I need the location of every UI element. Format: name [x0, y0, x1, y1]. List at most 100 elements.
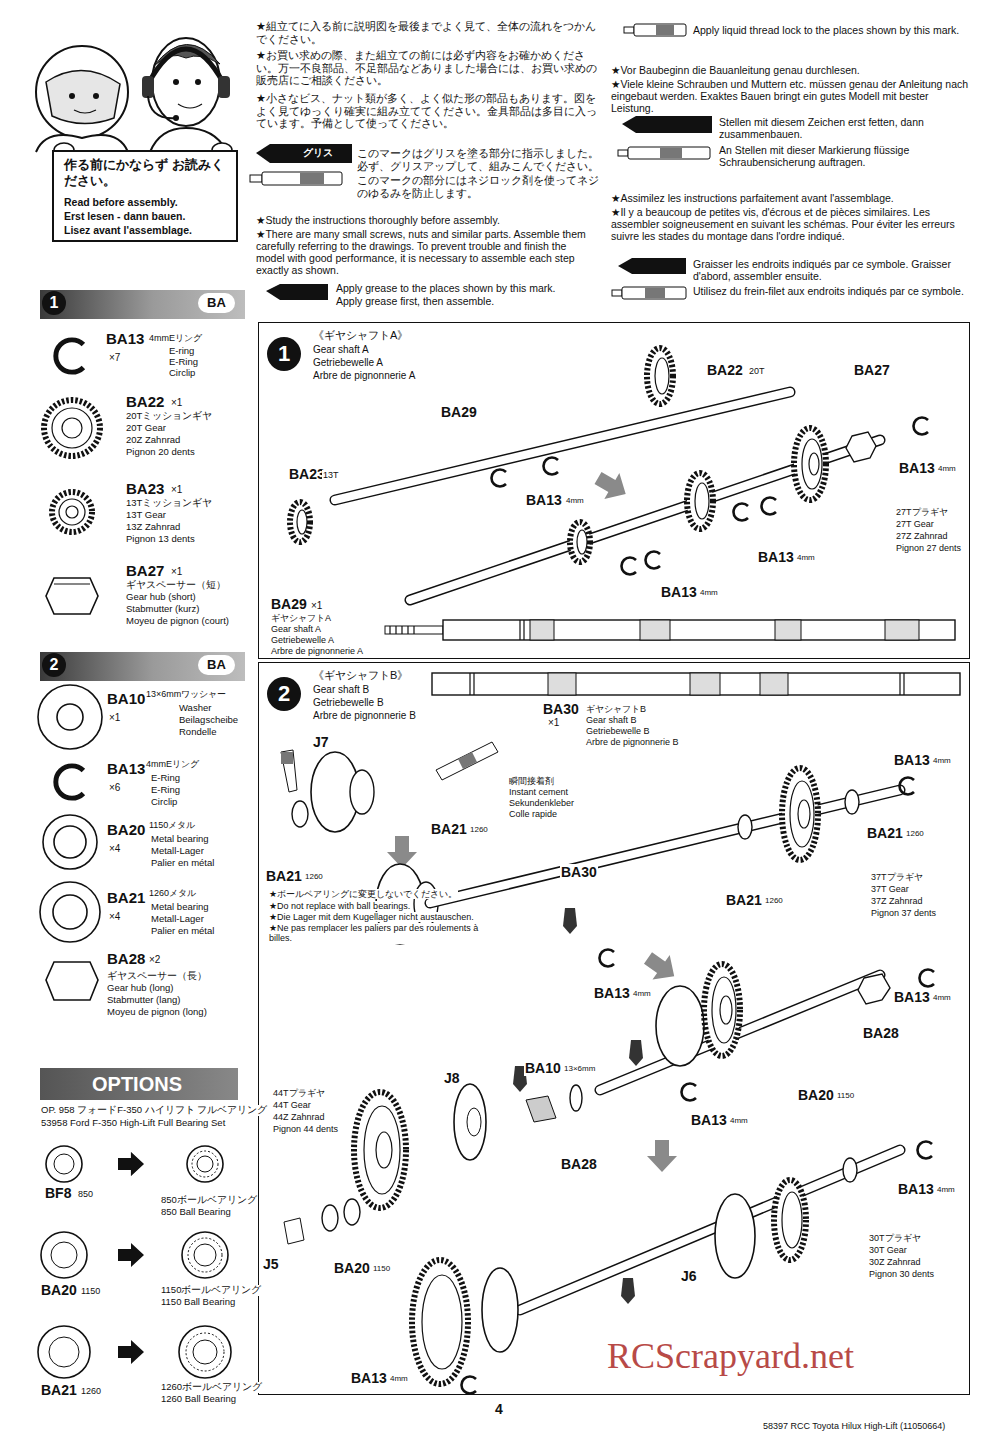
label-text: 4mm [389, 1374, 409, 1383]
label-text: Utilisez du frein-filet aux endroits ind… [692, 285, 974, 297]
label-text: 4mm [796, 553, 816, 562]
label-text: 13Tミッションギヤ [125, 498, 213, 509]
label-text: Beilagscheibe [178, 715, 239, 726]
part-icons [38, 340, 231, 1378]
label-text: Pignon 27 dents [895, 543, 962, 553]
label-text: 30Tプラギヤ [868, 1233, 922, 1243]
label-text: An Stellen mit dieser Markierung flüssig… [718, 144, 975, 168]
label-text: ★Il y a beaucoup de petites vis, d'écrou… [610, 206, 972, 242]
label-text: 37Z Zahnrad [870, 896, 924, 906]
label-text: Stabmutter (lang) [106, 995, 181, 1006]
part-number: BA20 [40, 1282, 78, 1298]
node-text: Read before assembly. [64, 196, 178, 209]
label-text: 4mm [699, 588, 719, 597]
label-text: Metall-Lager [150, 914, 205, 925]
label-text: 4mm [932, 756, 952, 765]
label-text: 瞬間接着剤 [508, 776, 555, 786]
label-text: 30Z Zahnrad [868, 1257, 922, 1267]
part-number: J7 [312, 734, 330, 750]
label-text: Arbre de pignonnerie B [585, 737, 680, 747]
label-text: ギヤシャフトA [270, 613, 332, 623]
part-number: BA23 [125, 480, 165, 497]
label-text: 20T [748, 366, 766, 376]
options-band: OPTIONS [40, 1068, 238, 1100]
part-number: BA10 [106, 690, 146, 707]
watermark: RCScrapyard.net [606, 1336, 855, 1377]
part-number: BA21 [430, 821, 468, 837]
label-text: 1260 [764, 896, 784, 905]
node-text: BA [198, 293, 235, 313]
label-text: 1260 [304, 872, 324, 881]
label-text: ×1 [310, 600, 323, 612]
cartoon [36, 38, 232, 157]
label-text: Gear shaft B [585, 715, 638, 725]
label-text: 44T Gear [272, 1100, 312, 1110]
label-text: ★組立てに入る前に説明図を最後までよく見て、全体の流れをつかんでください。 [255, 20, 602, 45]
part-number: BA28 [862, 1025, 900, 1041]
label-text: 4mmEリング [145, 759, 200, 769]
label-text: 850 [77, 1189, 94, 1199]
label-text: 13Z Zahnrad [125, 522, 181, 533]
label-text: Palier en métal [150, 926, 215, 937]
label-text: 1150メタル [148, 820, 196, 830]
label-text: 4mm [729, 1116, 749, 1125]
label-text: ★Assimilez les instructions parfaitement… [610, 192, 972, 204]
label-text: Colle rapide [508, 809, 558, 819]
node-text: Gear shaft B [313, 684, 369, 696]
label-text: 13×6mm [563, 1064, 596, 1073]
label-text: ★Vor Baubeginn die Bauanleitung genau du… [610, 64, 972, 76]
node-text: 1 [267, 337, 301, 371]
label-text: 1260 [469, 825, 489, 834]
label-text: 1150 [836, 1091, 855, 1100]
label-text: Metal bearing [150, 902, 210, 913]
node-text: Getriebewelle B [313, 697, 384, 709]
label-text: ギヤスペーサー（長） [106, 971, 208, 982]
label-text: Metal bearing [150, 834, 210, 845]
label-text: 13×6mmワッシャー [145, 689, 227, 699]
label-text: 4mmEリング [148, 333, 203, 343]
label-text: Metall-Lager [150, 846, 205, 857]
part-number: BA13 [105, 330, 145, 347]
part-number: BA30 [560, 864, 598, 880]
label-text: Gear hub (short) [125, 592, 197, 603]
part-number: BA21 [106, 889, 146, 906]
label-text: Pignon 37 dents [870, 908, 937, 918]
part-number: BA27 [853, 362, 891, 378]
label-text: Getriebewelle B [585, 726, 651, 736]
part-number: BA10 [524, 1060, 562, 1076]
part-number: BA13 [593, 985, 631, 1001]
label-text: Pignon 13 dents [125, 534, 196, 545]
node-text: Gear shaft A [313, 344, 369, 356]
node-text: Lisez avant l'assemblage. [64, 224, 192, 237]
part-number: J5 [262, 1256, 280, 1272]
label-text: Arbre de pignonnerie A [270, 646, 364, 656]
part-number: BA13 [660, 584, 698, 600]
part-number: BA22 [706, 362, 744, 378]
label-text: Graisser les endroits indiqués par ce sy… [692, 258, 974, 282]
label-text: 1150 [372, 1264, 391, 1273]
part-number: BA28 [106, 950, 146, 967]
label-text: ×1 [170, 397, 183, 409]
label-text: 13T Gear [125, 510, 167, 521]
step2-drawing [281, 673, 960, 1394]
part-number: BA13 [897, 1181, 935, 1197]
label-text: ★ボールベアリングに変更しないでください。 [268, 889, 458, 899]
part-number: BA27 [125, 562, 165, 579]
label-text: Stabmutter (kurz) [125, 604, 200, 615]
label-text: 27T Gear [895, 519, 935, 529]
label-text: 4 [494, 1401, 504, 1417]
label-text: ★小さなビス、ナット類が多く、よく似た形の部品もあります。図をよく見てゆっくり確… [255, 92, 602, 130]
label-text: Washer [178, 703, 212, 714]
part-number: BA13 [757, 549, 795, 565]
label-text: Pignon 20 dents [125, 447, 196, 458]
label-text: OP. 958 フォードF-350 ハイリフト フルベアリング [40, 1105, 268, 1116]
label-text: 13T [322, 470, 340, 480]
label-text: 4mm [932, 993, 952, 1002]
label-text: ギヤシャフトB [585, 704, 647, 714]
part-number: BF8 [44, 1185, 72, 1201]
label-text: E-Ring [150, 773, 181, 784]
label-text: 850ボールベアリング [160, 1195, 258, 1206]
label-text: 1150 Ball Bearing [160, 1297, 236, 1308]
part-number: BA23 [288, 466, 326, 482]
